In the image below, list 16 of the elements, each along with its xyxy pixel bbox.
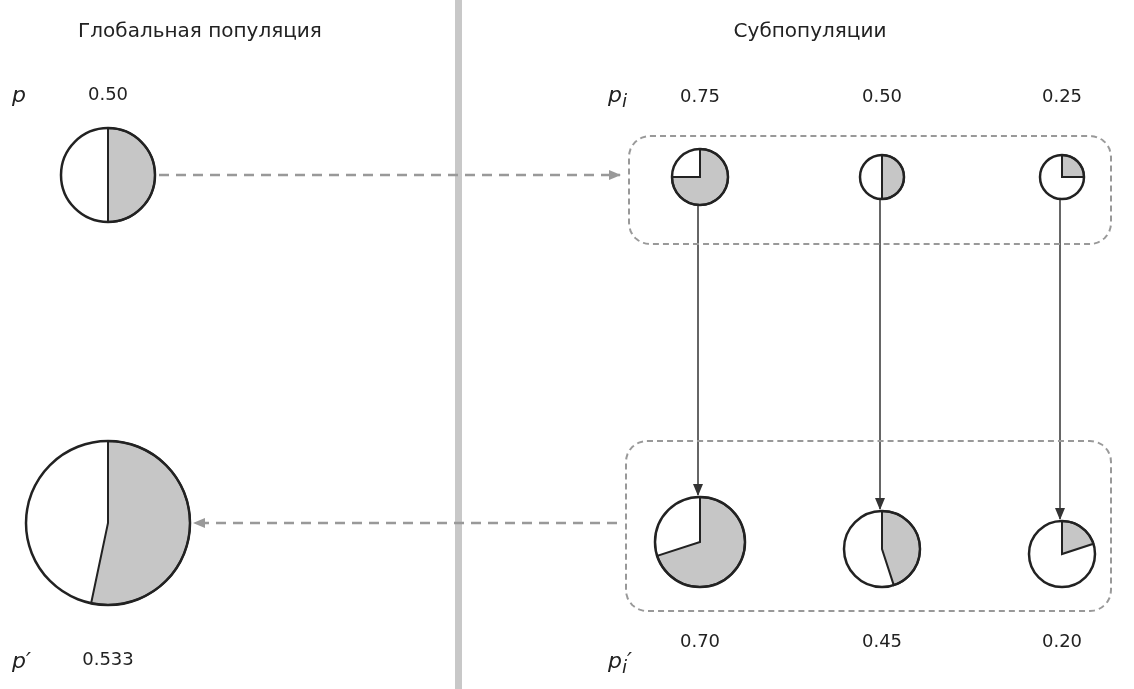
value-label: 0.50 (861, 85, 903, 106)
value-label: 0.533 (82, 648, 134, 669)
variable-label: p′ (12, 648, 31, 673)
variable-label: p$_{i}$ (608, 82, 628, 112)
arrow (193, 518, 617, 528)
heading: Глобальная популяция (78, 18, 322, 42)
value-label: 0.50 (87, 83, 129, 104)
value-label: 0.20 (1041, 630, 1083, 651)
variable-label: p$_{i}$′ (608, 648, 633, 678)
value-label: 0.25 (1041, 85, 1083, 106)
heading: Субпопуляции (733, 18, 887, 42)
variable-label: p (12, 82, 26, 107)
value-label: 0.70 (679, 630, 721, 651)
arrow (159, 170, 621, 180)
value-label: 0.45 (861, 630, 903, 651)
value-label: 0.75 (679, 85, 721, 106)
